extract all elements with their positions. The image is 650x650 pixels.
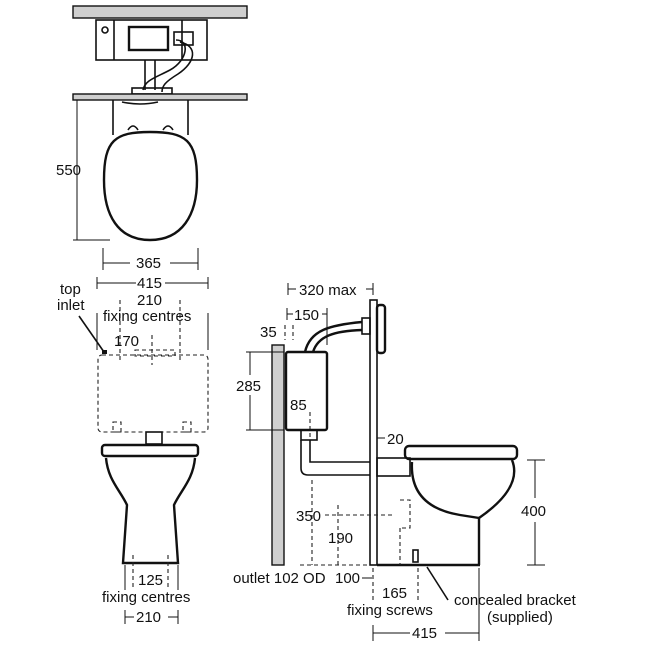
plan-view: 550 365 415 xyxy=(56,5,248,292)
cistern-hidden xyxy=(97,354,209,433)
flush-plate-plan xyxy=(127,25,170,52)
dim-320-max: 320 max xyxy=(299,282,357,299)
seat-outline xyxy=(102,130,199,242)
dim-165: 165 xyxy=(382,585,407,602)
dim-210-base: 210 xyxy=(136,609,161,626)
dim-100: 100 xyxy=(335,570,360,587)
dim-190: 190 xyxy=(328,530,353,547)
flush-pipe xyxy=(300,440,370,476)
pan-front xyxy=(104,457,197,565)
top-inlet-label: top xyxy=(60,281,81,298)
flush-plate xyxy=(375,303,387,355)
dim-365: 365 xyxy=(136,255,161,272)
fixing-centres-label-2: fixing centres xyxy=(102,589,190,606)
ceiling-wall xyxy=(72,5,248,19)
dim-20: 20 xyxy=(387,431,404,448)
dim-150: 150 xyxy=(294,307,319,324)
dim-400: 400 xyxy=(521,503,546,520)
seat-side xyxy=(403,444,519,461)
dim-550: 550 xyxy=(56,162,81,179)
dim-285: 285 xyxy=(236,378,261,395)
back-wall xyxy=(72,93,248,101)
outlet-label: outlet 102 OD xyxy=(233,570,326,587)
fixing-screws-label: fixing screws xyxy=(347,602,433,619)
seat-front xyxy=(100,443,200,458)
dim-350: 350 xyxy=(296,508,321,525)
dim-415-side: 415 xyxy=(412,625,437,642)
dim-125: 125 xyxy=(138,572,163,589)
top-inlet-label-2: inlet xyxy=(57,297,85,314)
cistern-plan xyxy=(95,19,208,61)
dim-85: 85 xyxy=(290,397,307,414)
dim-210-cistern: 210 xyxy=(137,292,162,309)
dim-35: 35 xyxy=(260,324,277,341)
front-view: top inlet 210 fixing centres 170 125 fix… xyxy=(57,281,209,626)
pipe xyxy=(142,39,186,91)
pan-side xyxy=(410,459,516,565)
dim-415: 415 xyxy=(137,275,162,292)
fixing-centres-label: fixing centres xyxy=(103,308,191,325)
bracket-label: concealed bracket xyxy=(454,592,577,609)
dim-170: 170 xyxy=(114,333,139,350)
bracket-label-2: (supplied) xyxy=(487,609,553,626)
rear-wall xyxy=(271,344,285,566)
cistern-side xyxy=(284,350,329,432)
side-view: 320 max 150 35 285 85 20 350 190 xyxy=(233,282,577,642)
